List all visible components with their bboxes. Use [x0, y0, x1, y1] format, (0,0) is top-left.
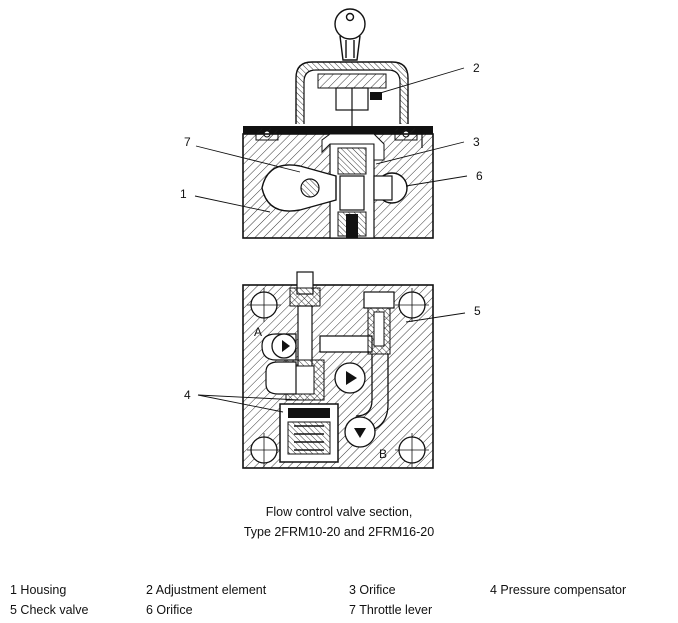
port-b [344, 416, 376, 448]
legend-item-6: 6 Orifice [146, 603, 193, 617]
callout-2: 2 [473, 61, 480, 75]
callout-3: 3 [473, 135, 480, 149]
top-section-view [242, 8, 434, 239]
check-valve [355, 291, 395, 433]
port-b-label: B [379, 447, 387, 461]
legend-item-3: 3 Orifice [349, 583, 396, 597]
callout-1: 1 [180, 187, 187, 201]
leader-lines [194, 67, 468, 413]
pressure-compensator [279, 403, 339, 463]
callout-7: 7 [184, 135, 191, 149]
adjustment-cap [295, 61, 409, 126]
spindle [285, 271, 325, 401]
legend-item-2: 2 Adjustment element [146, 583, 267, 597]
legend-item-5: 5 Check valve [10, 603, 89, 617]
callout-4: 4 [184, 388, 191, 402]
caption-line-1: Flow control valve section, [265, 505, 413, 519]
callout-5: 5 [474, 304, 481, 318]
bottom-section-view [242, 271, 434, 469]
middle-channel [319, 335, 373, 394]
caption-line-2: Type 2FRM10-20 and 2FRM16-20 [243, 525, 435, 539]
housing-body [242, 133, 434, 239]
figure-caption: Flow control valve section, Type 2FRM10-… [0, 502, 678, 542]
legend-item-1: 1 Housing [10, 583, 67, 597]
legend-item-7: 7 Throttle lever [349, 603, 433, 617]
legend-item-4: 4 Pressure compensator [490, 583, 627, 597]
port-a-channel [261, 333, 297, 395]
callout-6: 6 [476, 169, 483, 183]
key-handle [334, 8, 366, 61]
port-a-label: A [254, 325, 262, 339]
